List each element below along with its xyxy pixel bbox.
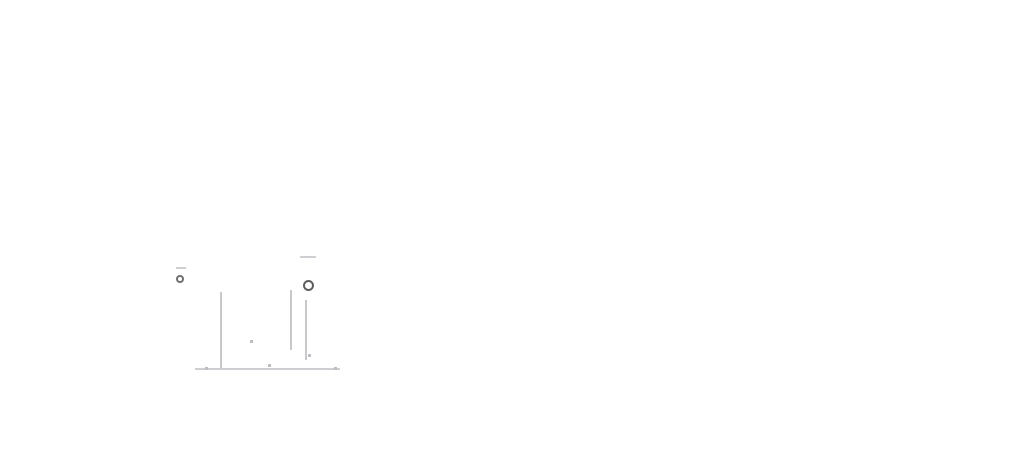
faint-dot (205, 367, 208, 370)
faint-dot (250, 340, 253, 343)
faint-top-line-left (176, 267, 186, 269)
circle-marker-left (176, 275, 184, 283)
faint-vertical-line-1 (220, 292, 222, 368)
faint-vertical-line-3 (305, 300, 307, 360)
faint-dot (268, 364, 271, 367)
faint-dot (308, 354, 311, 357)
faint-baseline (195, 368, 340, 370)
faint-dot (334, 367, 337, 370)
circle-marker-right (303, 280, 314, 291)
faint-vertical-line-2 (290, 290, 292, 350)
faint-top-line-right (300, 256, 316, 258)
